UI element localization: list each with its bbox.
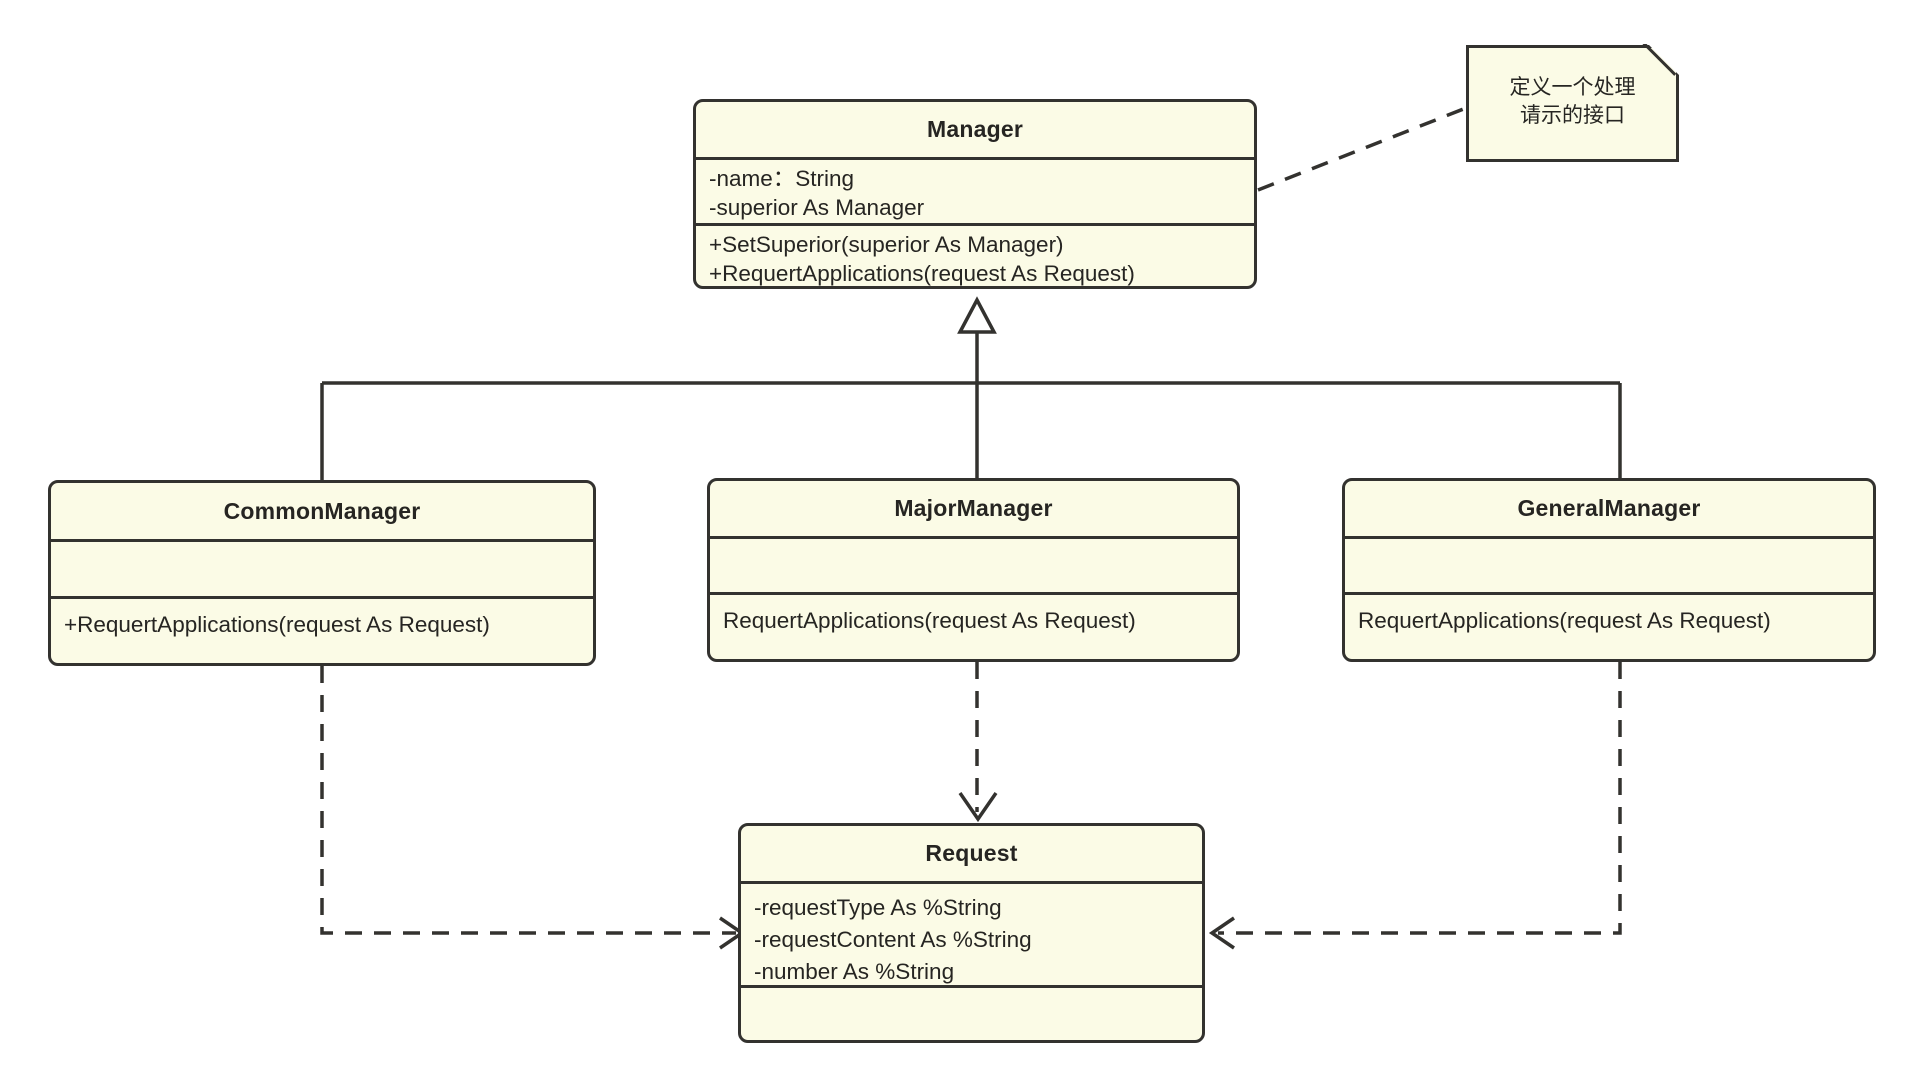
class-name-manager: Manager (927, 116, 1023, 142)
dependency-edge-commonmanager-to-request (320, 666, 746, 950)
operations-compartment-manager: +SetSuperior(superior As Manager) +Reque… (696, 226, 1254, 286)
note-line-1: 定义一个处理 (1509, 75, 1636, 99)
inheritance-triangle-arrowhead (957, 296, 997, 334)
attributes-compartment-request: -requestType As %String -requestContent … (741, 884, 1202, 985)
compartment-divider (51, 596, 593, 599)
dependency-line-commonmanager (320, 666, 736, 935)
compartment-divider (51, 539, 593, 542)
class-box-generalmanager[interactable]: GeneralManager RequertApplications(reque… (1342, 478, 1876, 662)
compartment-divider (1345, 592, 1873, 595)
generalization-edge-group (320, 296, 1622, 483)
class-name-request: Request (925, 840, 1018, 866)
operations-compartment-commonmanager: +RequertApplications(request As Request) (51, 599, 593, 645)
open-arrowhead-majormanager (958, 792, 998, 823)
class-box-commonmanager[interactable]: CommonManager +RequertApplications(reque… (48, 480, 596, 666)
attribute-row: -superior As Manager (709, 195, 925, 220)
dependency-edge-generalmanager-to-request (1208, 662, 1622, 950)
operation-row: RequertApplications(request As Request) (1358, 608, 1771, 633)
class-name-majormanager: MajorManager (894, 495, 1053, 521)
operations-compartment-generalmanager: RequertApplications(request As Request) (1345, 595, 1873, 641)
operation-row: +SetSuperior(superior As Manager) (709, 232, 1064, 257)
dependency-edge-majormanager-to-request (958, 662, 998, 823)
operations-compartment-majormanager: RequertApplications(request As Request) (710, 595, 1237, 641)
note-line-2: 请示的接口 (1520, 103, 1625, 127)
dependency-line-generalmanager (1218, 662, 1622, 935)
note-text-block: 定义一个处理 请示的接口 (1510, 74, 1636, 130)
class-box-majormanager[interactable]: MajorManager RequertApplications(request… (707, 478, 1240, 662)
compartment-divider (710, 536, 1237, 539)
note-anchor-dashed-line (1257, 106, 1467, 192)
compartment-divider (741, 881, 1202, 884)
class-name-commonmanager: CommonManager (223, 497, 421, 524)
attribute-row: -requestContent As %String (754, 927, 1032, 952)
attributes-compartment-commonmanager (51, 542, 593, 596)
attribute-row: -name：String (709, 166, 855, 191)
class-box-request[interactable]: Request -requestType As %String -request… (738, 823, 1205, 1043)
note-anchor-edge-group (1257, 106, 1467, 192)
class-box-manager[interactable]: Manager -name：String -superior As Manage… (693, 99, 1257, 289)
operation-row: RequertApplications(request As Request) (723, 608, 1136, 633)
compartment-divider (696, 223, 1254, 226)
operations-compartment-request (741, 988, 1202, 1040)
compartment-divider (696, 157, 1254, 160)
compartment-divider (1345, 536, 1873, 539)
attributes-compartment-generalmanager (1345, 539, 1873, 592)
operation-row: +RequertApplications(request As Request) (64, 612, 490, 637)
attribute-row: -requestType As %String (754, 895, 1002, 920)
open-arrowhead-generalmanager (1208, 916, 1235, 950)
note-box-manager-description: 定义一个处理 请示的接口 (1466, 45, 1679, 162)
class-name-generalmanager: GeneralManager (1517, 495, 1701, 521)
note-fold-edge-icon (1638, 44, 1680, 86)
attributes-compartment-majormanager (710, 539, 1237, 592)
attribute-row: -number As %String (754, 959, 955, 984)
attributes-compartment-manager: -name：String -superior As Manager (696, 160, 1254, 223)
operation-row: +RequertApplications(request As Request) (709, 261, 1135, 286)
compartment-divider (710, 592, 1237, 595)
compartment-divider (741, 985, 1202, 988)
